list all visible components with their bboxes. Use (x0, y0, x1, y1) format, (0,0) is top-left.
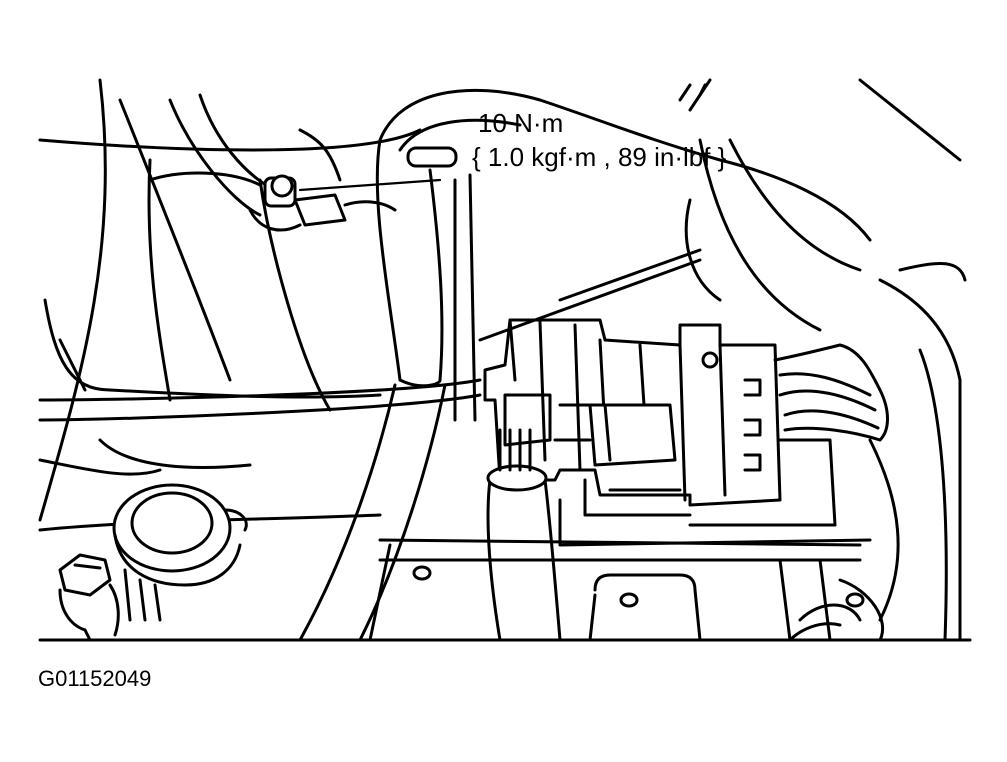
vertical-hose (298, 88, 872, 642)
upper-right-structure (478, 78, 967, 382)
body-panel-lines (38, 78, 482, 532)
torque-callout-leader (298, 146, 458, 192)
grommet (112, 483, 248, 587)
bolt-and-pipe (168, 93, 397, 232)
figure-id: G01152049 (38, 666, 152, 691)
torque-value-label: 10 N·m (478, 108, 564, 138)
lower-cable (486, 428, 562, 642)
lower-bolt (58, 553, 162, 642)
torque-alternate-units-label: { 1.0 kgf·m , 89 in·lbf } (472, 142, 727, 172)
mounting-bracket (558, 438, 872, 547)
connector-assembly (483, 318, 782, 507)
wiring-harness (773, 343, 900, 642)
floor-panels (368, 348, 962, 642)
